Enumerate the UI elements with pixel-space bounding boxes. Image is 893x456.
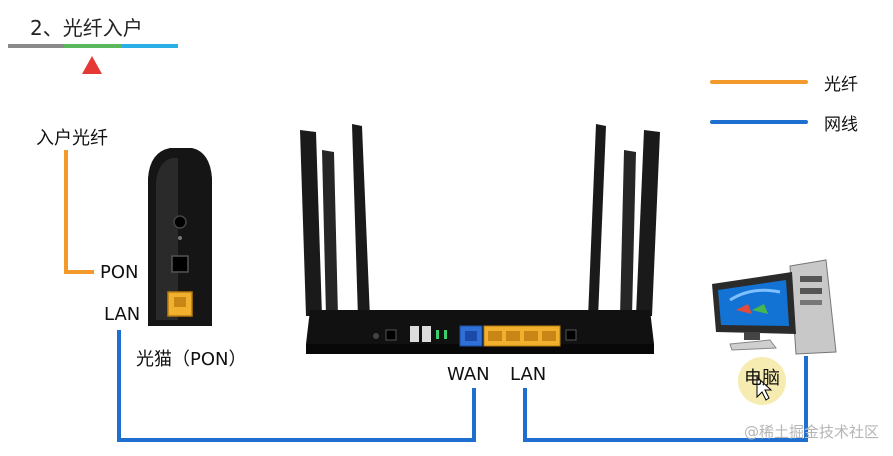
legend-fiber-label: 光纤 — [824, 75, 858, 95]
cursor-arrow-icon — [756, 375, 773, 401]
optical-modem-icon — [148, 148, 212, 326]
fiber-cable — [64, 150, 94, 274]
router-wan-port-label: WAN — [447, 364, 490, 385]
desktop-computer-icon — [712, 259, 837, 355]
router-lan-port-label: LAN — [510, 364, 547, 385]
network-cable-router-computer — [523, 356, 808, 442]
modem-name-label: 光猫（PON） — [136, 349, 247, 370]
network-cable-modem-router — [117, 330, 476, 442]
progress-marker-icon — [82, 56, 102, 74]
page-title: 2、光纤入户 — [30, 16, 143, 40]
pon-port-label: PON — [100, 262, 139, 283]
legend-network-label: 网线 — [824, 115, 858, 135]
wifi-router-icon — [300, 124, 660, 354]
computer-label: 电脑 — [744, 368, 780, 389]
watermark: @稀土掘金技术社区 — [743, 423, 879, 441]
modem-lan-port-label: LAN — [104, 304, 141, 325]
incoming-fiber-label: 入户光纤 — [36, 128, 108, 149]
